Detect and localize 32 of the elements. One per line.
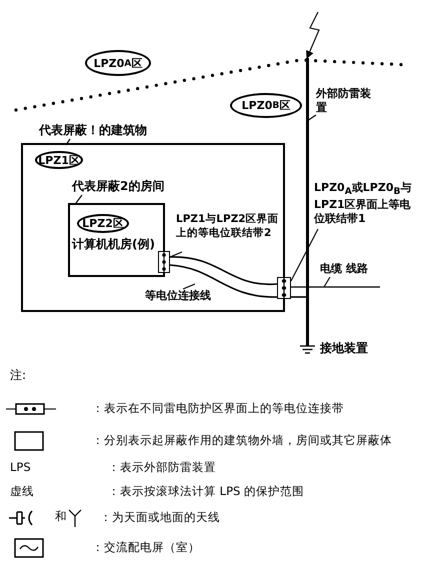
leader-line [308,114,316,120]
annotation-text: 电缆 线路 [320,262,390,277]
annotation-text: LPZ0$_{A}$或LPZ0$_{B}$与LPZ1区界面上等电位联结带1 [314,181,418,229]
leader-line [170,252,182,258]
legend-text: 和 [55,509,67,524]
legend-text: ：交流配电屏（室） [92,540,200,555]
bonding-bar [158,251,170,273]
legend-key-text: LPS [10,460,31,474]
annotation-text: 等电位连接线 [145,289,215,302]
frame-heading: 代表屏蔽！的建筑物 [39,123,147,139]
legend-text: ：表示外部防雷装置 [108,460,216,475]
bonding-bar [277,277,291,299]
room-caption: 计算机机房(例) [72,237,155,253]
legend-text: ：为天面或地面的天线 [100,510,220,525]
legend-text: ：分别表示起屏蔽作用的建筑物外墙，房间或其它屏蔽体 [92,433,392,448]
annotation-text: 外部防雷装置 [316,87,378,117]
leader-line [324,276,330,288]
frame-heading: 代表屏蔽2的房间 [72,179,164,195]
zone-oval: LPZ2区 [77,214,129,233]
legend-text: ：表示在不同雷电防护区界面上的等电位连接带 [92,401,344,416]
lightning-arrow [306,12,320,59]
connector-line [291,296,306,298]
down-conductor [306,58,308,346]
leader-line [182,284,196,290]
label-text: 接地装置 [320,340,368,357]
legend-key-text: 虚线 [10,484,34,499]
note-heading: 注: [10,367,26,384]
connector-line [170,264,278,298]
connector-line [170,256,278,286]
annotation-text: LPZ1与LPZ2区界面上的等电位联结带2 [176,213,283,257]
legend-text: ：表示按滚球法计算 LPS 的保护范围 [108,484,304,499]
leader-line [290,228,318,282]
